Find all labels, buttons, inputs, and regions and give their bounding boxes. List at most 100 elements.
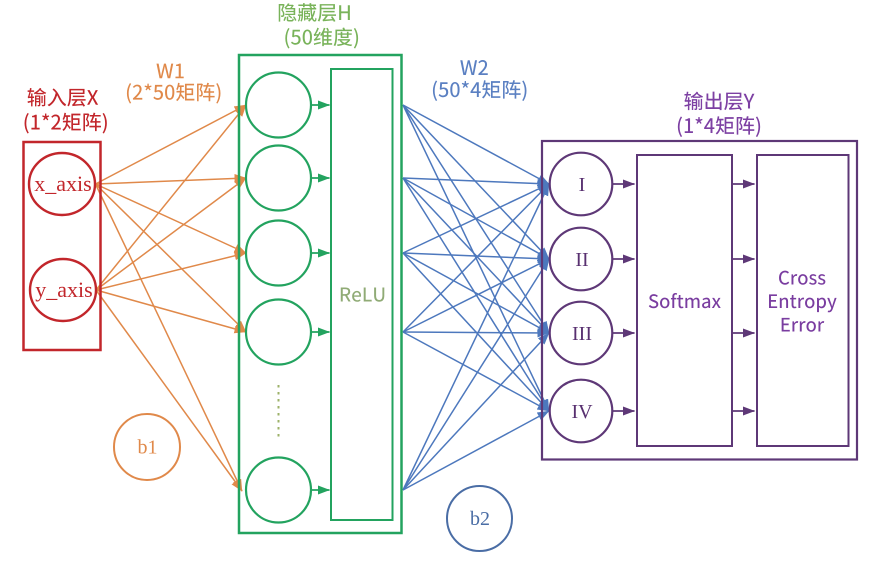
glyph-outline — [805, 297, 815, 309]
w1-weights: W1 (2*50矩阵) b1 — [113, 63, 221, 481]
glyph-outline — [798, 274, 808, 285]
output-layer-title: 输出层Y — [684, 91, 755, 111]
relu-box — [330, 68, 394, 521]
glyph-outline — [677, 295, 684, 309]
glyph-outline — [818, 321, 825, 332]
output-layer-box — [540, 139, 859, 461]
glyph-outline — [792, 321, 799, 332]
glyph-outline — [769, 294, 778, 308]
connection-arrow — [402, 258, 550, 491]
glyph-outline — [755, 116, 761, 137]
b2-bias-circle — [446, 485, 513, 552]
connection-arrow — [402, 328, 550, 338]
output-neuron-4-label: IV — [571, 401, 593, 423]
output-neuron-circles — [548, 151, 614, 444]
glyph-outline — [62, 112, 81, 132]
softmax-label: Softmax — [648, 293, 721, 309]
glyph-outline — [153, 84, 164, 100]
connection-arrow — [402, 332, 550, 491]
glyph-outline — [83, 112, 101, 132]
w2-sublabel: (50*4矩阵) — [432, 80, 527, 101]
output-neuron-1-label: I — [579, 174, 586, 196]
glyph-outline — [736, 116, 755, 135]
glyph-outline — [333, 27, 353, 47]
glyph-outline — [702, 297, 711, 309]
glyph-outline — [817, 297, 827, 313]
glyph-outline — [806, 321, 816, 332]
connection-arrow — [95, 183, 247, 254]
glyph-outline — [460, 60, 478, 75]
connection-arrow — [95, 289, 247, 334]
connection-arrow — [94, 183, 243, 492]
cross-entropy-line-1: Cross — [779, 270, 826, 285]
glyph-outline — [278, 3, 297, 22]
glyph-outline — [87, 90, 99, 105]
glyph-outline — [503, 80, 521, 99]
hidden-to-relu-arrows — [312, 100, 330, 495]
glyph-outline — [724, 92, 743, 111]
output-neuron-3-label: III — [572, 323, 592, 345]
connection-arrow — [95, 104, 247, 291]
glyph-outline — [438, 82, 449, 98]
glyph-outline — [684, 118, 693, 133]
w2-weights: W2 (50*4矩阵) b2 — [432, 60, 527, 552]
connection-arrow — [402, 183, 550, 491]
connection-arrow — [95, 173, 247, 185]
input-layer-box — [22, 140, 102, 352]
glyph-outline — [799, 321, 806, 332]
glyph-outline — [126, 83, 132, 104]
connection-arrow — [402, 104, 550, 185]
glyph-outline — [478, 60, 488, 75]
glyph-outline — [339, 5, 350, 20]
glyph-outline — [132, 84, 143, 100]
w1-connection-arrows — [94, 104, 247, 492]
cross-entropy-label: Cross Entropy Error — [769, 270, 837, 332]
cross-entropy-line-2: Entropy — [769, 294, 837, 313]
input-neuron-y-axis-circle — [28, 257, 98, 323]
output-to-softmax-arrows — [613, 179, 635, 416]
glyph-outline — [743, 93, 755, 109]
glyph-outline — [685, 297, 700, 308]
connection-arrow — [95, 104, 247, 185]
glyph-outline — [144, 83, 152, 91]
glyph-outline — [197, 82, 215, 102]
glyph-outline — [817, 274, 826, 285]
glyph-outline — [670, 293, 678, 308]
glyph-outline — [340, 287, 351, 302]
glyph-outline — [363, 287, 372, 302]
w2-connection-arrows — [402, 104, 550, 491]
output-layer-subtitle: (1*4矩阵) — [677, 116, 761, 137]
cross-entropy-line-3: Error — [781, 317, 825, 332]
glyph-outline — [790, 295, 797, 309]
neuron-circle — [548, 300, 614, 366]
neuron-circle — [548, 378, 614, 444]
glyph-outline — [297, 3, 317, 22]
neuron-circle — [244, 219, 313, 287]
glyph-outline — [715, 116, 735, 135]
softmax-to-loss-arrows — [732, 179, 755, 416]
w2-label: W2 — [460, 60, 488, 75]
glyph-outline — [798, 297, 805, 308]
glyph-outline — [51, 114, 61, 130]
connection-arrow — [402, 177, 550, 189]
glyph-outline — [432, 80, 438, 101]
cross-entropy-box — [756, 154, 850, 447]
glyph-outline — [827, 297, 837, 313]
glyph-outline — [470, 82, 481, 97]
glyph-outline — [47, 88, 67, 107]
connection-arrow — [402, 183, 550, 333]
glyph-outline — [779, 270, 790, 285]
b2-bias-label: b2 — [470, 508, 490, 530]
connection-arrow — [402, 177, 550, 412]
glyph-outline — [791, 274, 798, 285]
glyph-outline — [461, 81, 469, 88]
neuron-circle — [548, 226, 614, 292]
glyph-outline — [285, 28, 290, 49]
w1-sublabel: (2*50矩阵) — [126, 82, 221, 104]
glyph-outline — [313, 27, 333, 47]
neuron-circle — [244, 456, 313, 524]
glyph-outline — [216, 83, 221, 104]
glyph-outline — [711, 297, 721, 308]
